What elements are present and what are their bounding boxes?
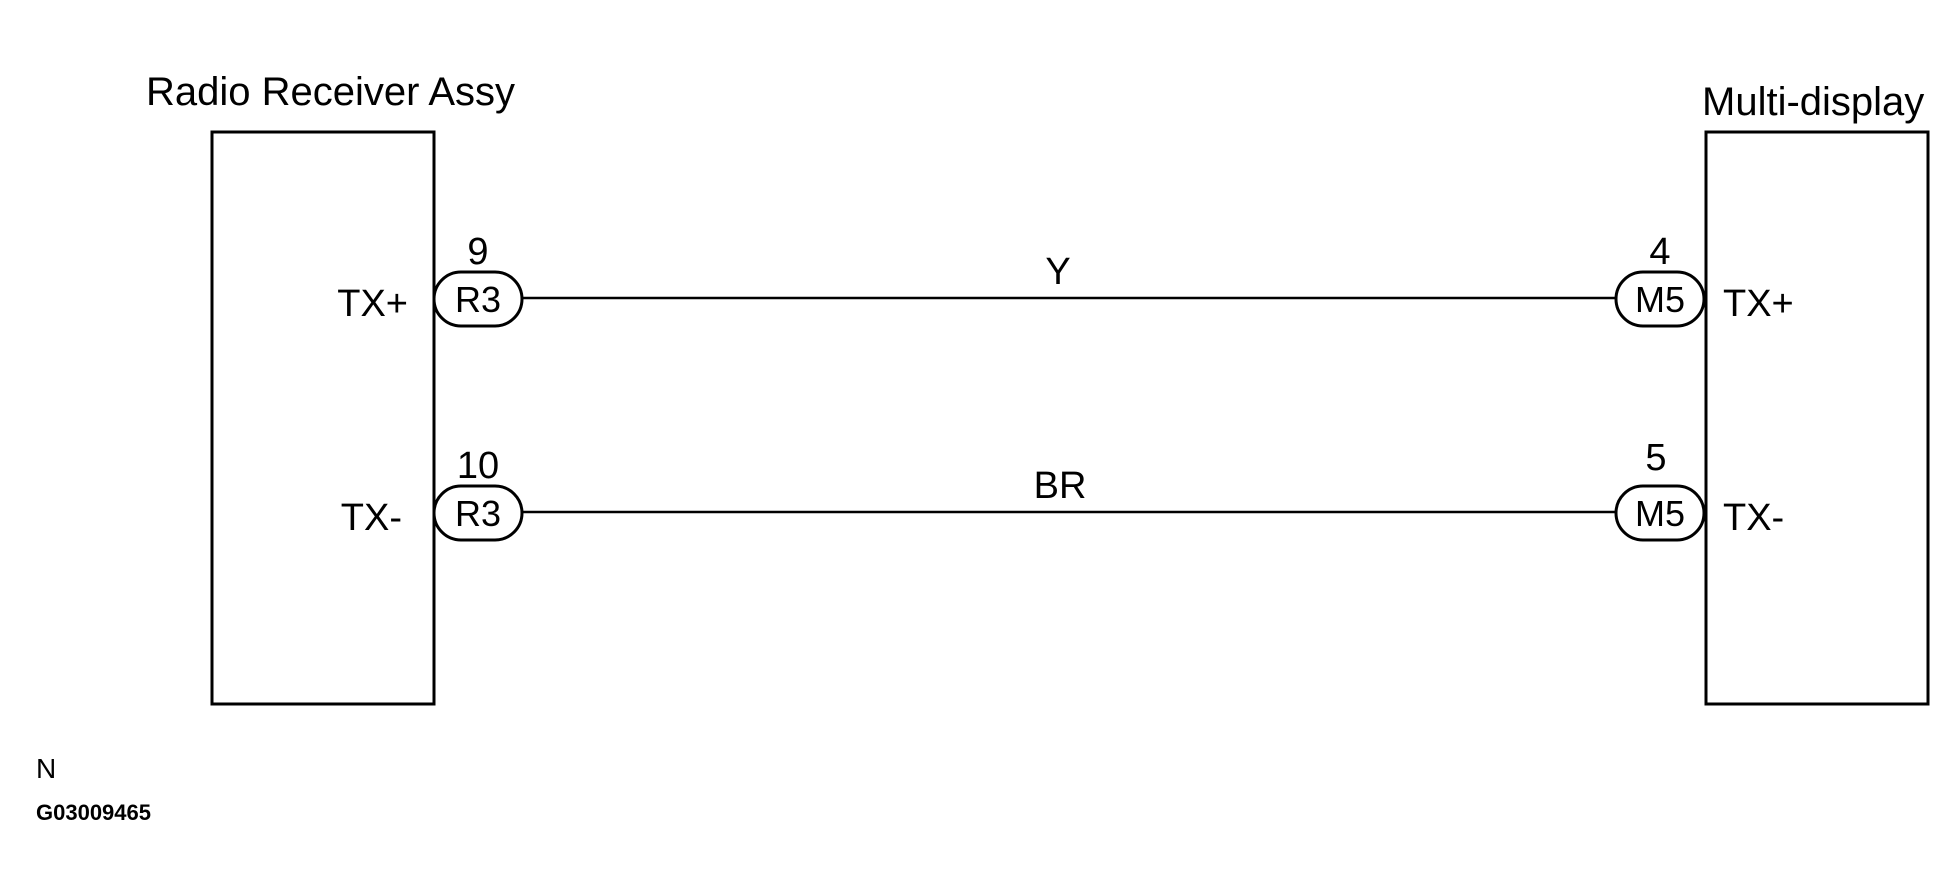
wire-txplus-color-code: Y [1045,251,1070,293]
footer-note: N [36,753,56,784]
multi-display-title: Multi-display [1702,80,1924,124]
connector-r3-txminus-label: R3 [455,493,501,534]
connector-m5-txminus-label: M5 [1635,493,1685,534]
radio-receiver-title: Radio Receiver Assy [146,70,515,114]
multi-display-component: Multi-display TX+ TX- [1702,80,1930,706]
connector-m5-pin-4-number: 4 [1649,231,1670,273]
radio-receiver-pin-txplus-label: TX+ [337,283,408,325]
multi-display-pin-txminus-label: TX- [1723,497,1784,539]
connector-r3-txminus-badge [432,484,524,542]
wire-txminus: BR 10 R3 5 M5 [432,437,1706,542]
multi-display-box [1704,130,1930,706]
figure-id: G03009465 [36,800,151,825]
connector-m5-txplus-badge [1614,270,1706,328]
connector-m5-pin-5-number: 5 [1645,437,1666,479]
wire-txminus-color-code: BR [1034,465,1087,507]
radio-receiver-box [210,130,436,706]
radio-receiver-component: Radio Receiver Assy TX+ TX- [146,70,515,706]
radio-receiver-pin-txminus-label: TX- [341,497,402,539]
connector-m5-txminus-badge [1614,484,1706,542]
connector-m5-txplus-label: M5 [1635,279,1685,320]
connector-r3-pin-10-number: 10 [457,445,499,487]
connector-r3-txplus-badge [432,270,524,328]
multi-display-pin-txplus-label: TX+ [1723,283,1794,325]
connector-r3-txplus-label: R3 [455,279,501,320]
wire-txplus: Y 9 R3 4 M5 [432,231,1706,328]
connector-r3-pin-9-number: 9 [467,231,488,273]
